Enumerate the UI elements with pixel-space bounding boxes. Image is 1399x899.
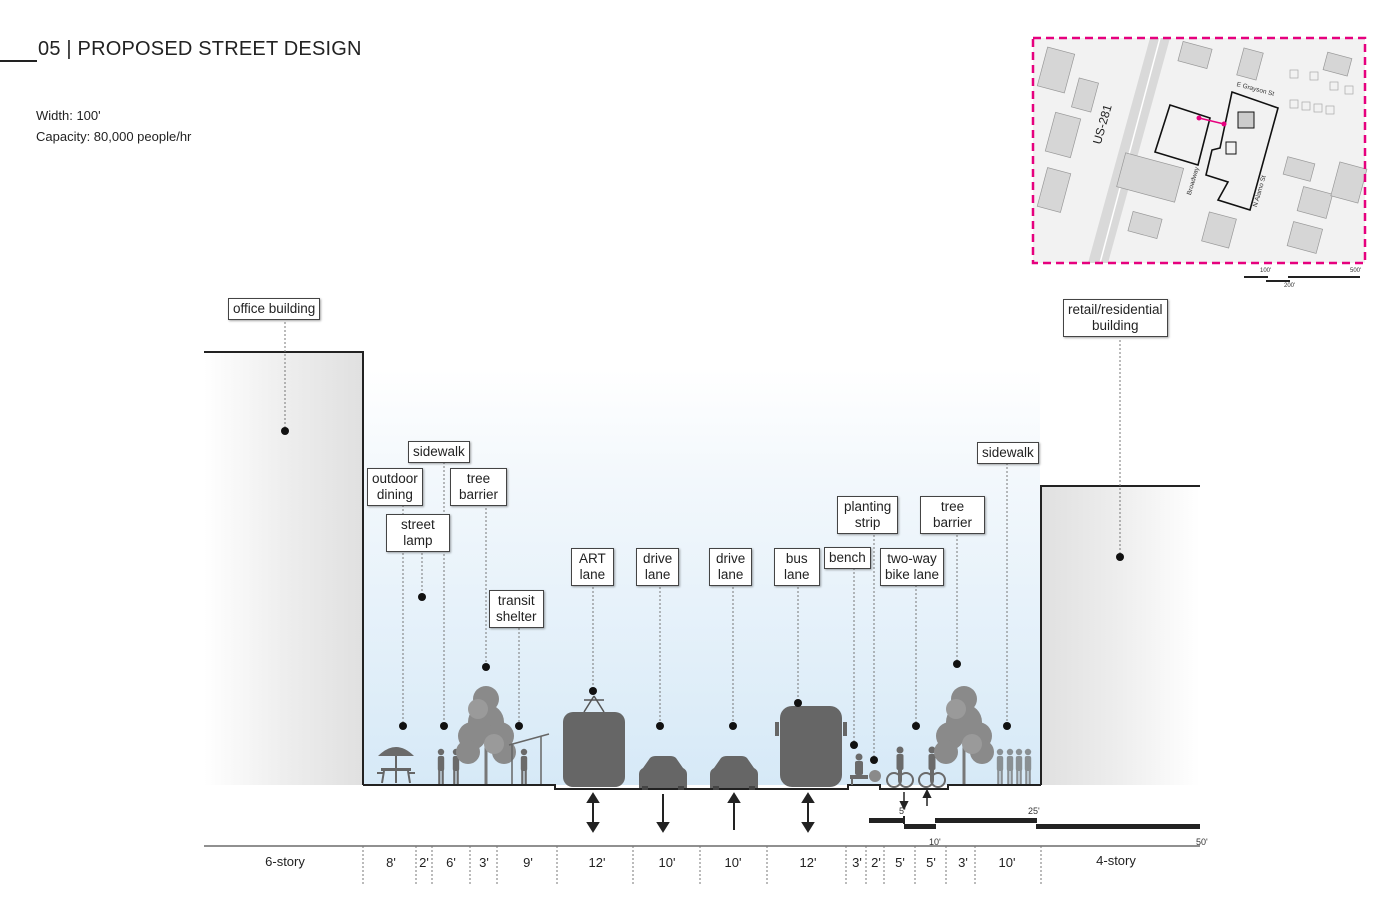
dimension-ticks xyxy=(362,846,1042,886)
dimension-segment: 8' xyxy=(386,855,396,870)
art-vehicle xyxy=(563,695,625,787)
transit-shelter-figure xyxy=(508,733,550,784)
bus-vehicle xyxy=(775,706,847,787)
scale-bar xyxy=(869,816,1200,829)
dimension-segment: 10' xyxy=(998,855,1016,870)
dimension-segment: 12' xyxy=(588,855,606,870)
outdoor-dining-figure xyxy=(377,747,415,784)
leader-dots xyxy=(281,427,1124,764)
dimension-segment: 10' xyxy=(724,855,742,870)
dimension-segment: 3' xyxy=(852,855,862,870)
scale-label-25: 25' xyxy=(1028,806,1040,816)
page-title: 05 | PROPOSED STREET DESIGN xyxy=(38,38,362,60)
dimension-segment: 3' xyxy=(958,855,968,870)
capacity-text: Capacity: 80,000 people/hr xyxy=(36,129,192,144)
width-text: Width: 100' xyxy=(36,108,101,123)
label-sidewalk-left: sidewalk xyxy=(408,441,470,463)
label-bench: bench xyxy=(824,547,871,569)
site-map xyxy=(1031,36,1368,282)
dimension-segment: 2' xyxy=(419,855,429,870)
dimension-segment: 9' xyxy=(523,855,533,870)
title-rule xyxy=(0,60,37,62)
scale-label-50: 50' xyxy=(1196,837,1208,847)
map-scale-200: 200' xyxy=(1284,283,1296,289)
office-building-shape xyxy=(204,352,363,785)
map-scale-100: 100' xyxy=(1260,268,1272,274)
bench-figure xyxy=(850,753,881,785)
scale-label-5: 5' xyxy=(899,806,906,816)
dimension-segment: 3' xyxy=(479,855,489,870)
dimension-right-building: 4-story xyxy=(1096,853,1136,868)
dimension-segment: 2' xyxy=(871,855,881,870)
dimension-left-building: 6-story xyxy=(265,854,305,869)
dimension-segment: 10' xyxy=(658,855,676,870)
dimension-segment: 5' xyxy=(926,855,936,870)
label-sidewalk-right: sidewalk xyxy=(977,442,1039,464)
map-scale-500: 500' xyxy=(1350,268,1362,274)
ground-profile xyxy=(363,784,1041,790)
dimension-segment: 6' xyxy=(446,855,456,870)
label-office-building: office building xyxy=(228,298,321,320)
dimension-segment: 12' xyxy=(799,855,817,870)
lane-direction-arrows xyxy=(586,788,932,833)
retail-building-shape xyxy=(1041,486,1200,785)
dimension-segment: 5' xyxy=(895,855,905,870)
scale-label-10: 10' xyxy=(929,837,941,847)
